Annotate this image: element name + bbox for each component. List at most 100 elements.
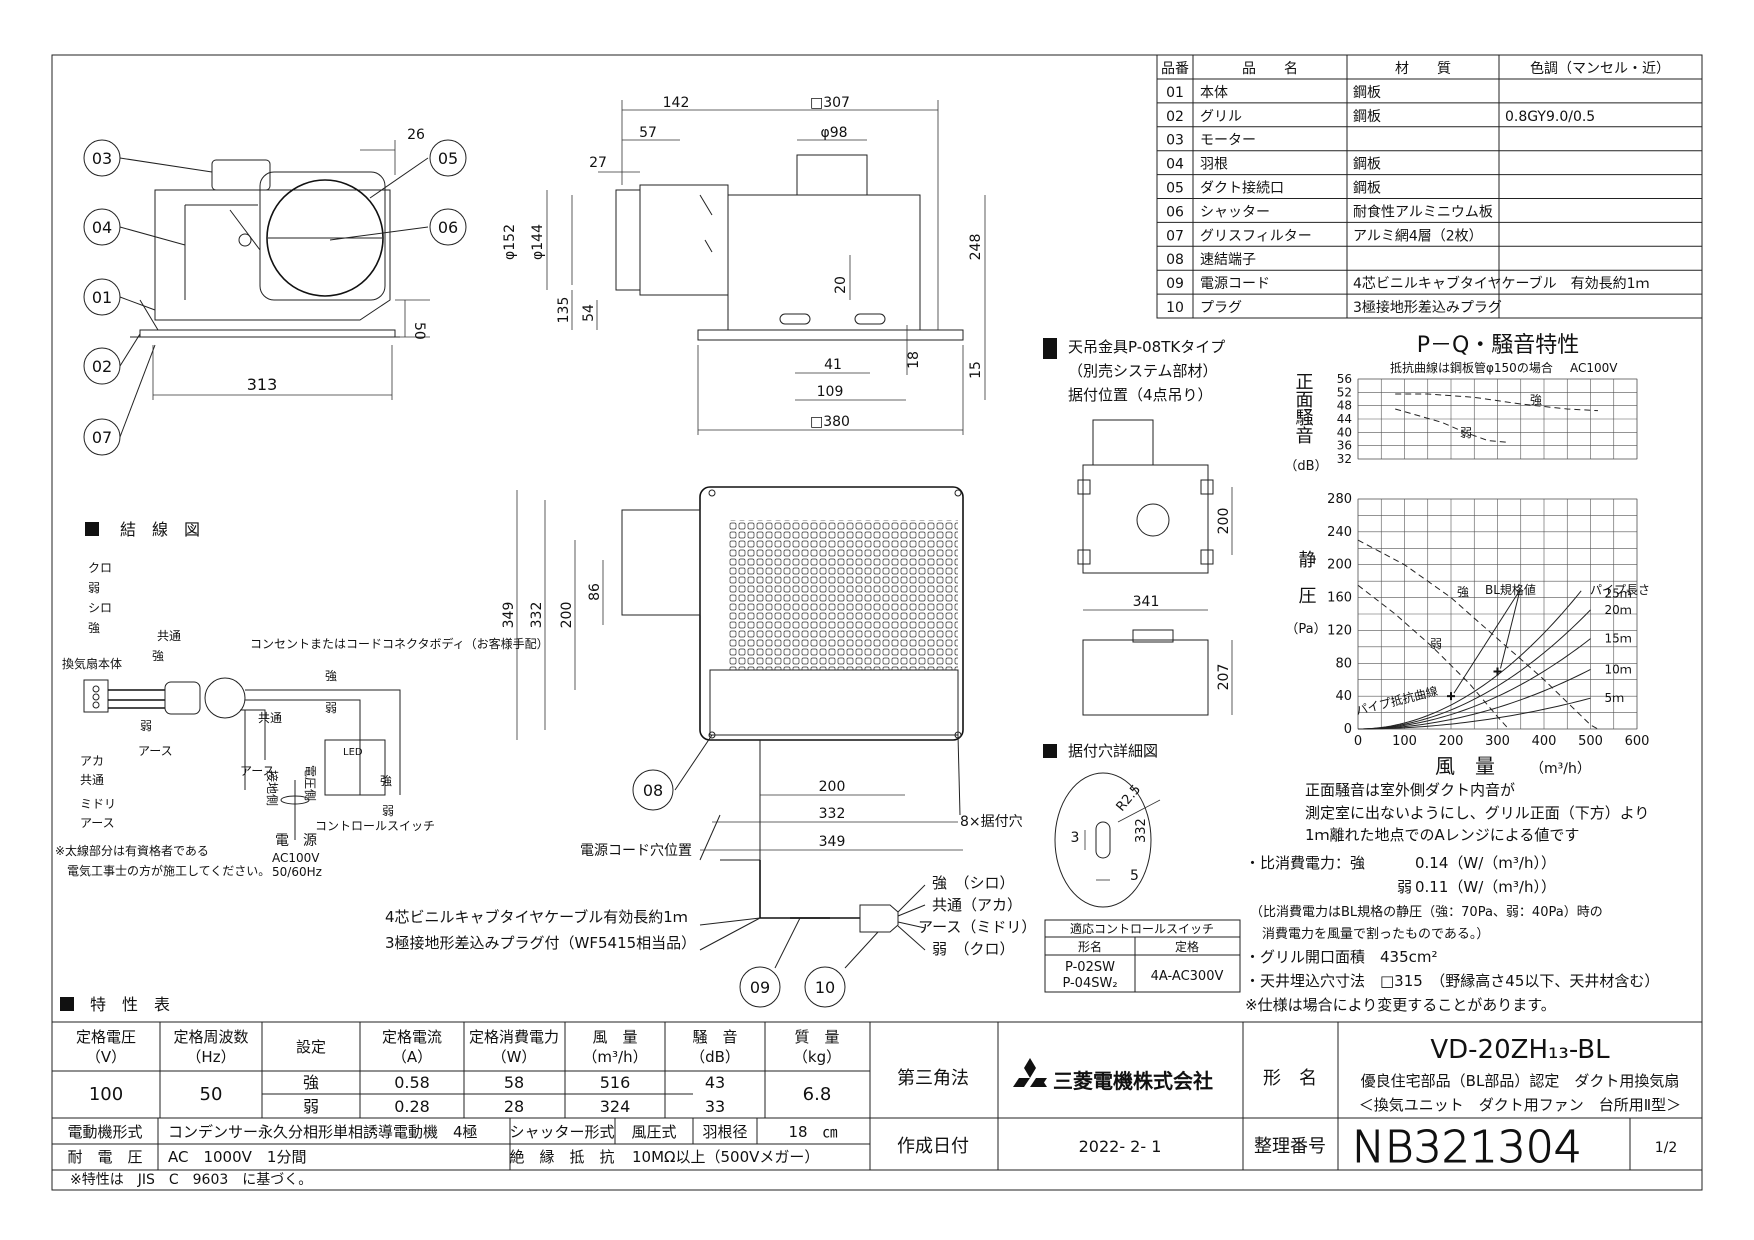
hanger-dim-200: 200 xyxy=(1216,508,1232,535)
spec-mass: 6.8 xyxy=(803,1084,832,1105)
spec-frequency: 50 xyxy=(200,1084,223,1105)
pq-ytick: 40 xyxy=(1335,689,1352,704)
callout-09: 09 xyxy=(750,978,770,997)
switch-model-1: P-02SW xyxy=(1065,960,1115,975)
note-grill: ・グリル開口面積 435cm² xyxy=(1245,948,1438,966)
front-view-drawing: 142 □307 57 φ98 27 φ152 φ144 248 20 135 … xyxy=(502,95,986,435)
parts-header-material: 材 質 xyxy=(1395,61,1451,77)
pq-series-強 xyxy=(1357,539,1599,730)
mitsubishi-logo xyxy=(1013,1058,1047,1087)
note-power-2-label: 弱 xyxy=(1397,878,1412,896)
spec-cell-setting: 弱 xyxy=(303,1097,319,1116)
spec-header-line2: （kg） xyxy=(793,1048,841,1066)
spec-cell-current: 0.58 xyxy=(394,1073,430,1092)
note-power-1-label: ・比消費電力：強 xyxy=(1245,854,1365,872)
side-dim-50: 50 xyxy=(411,322,427,340)
pressure-yunit: （Pa） xyxy=(1285,622,1326,637)
pq-label-strong: 強 xyxy=(1457,585,1469,599)
cord-line-2: 3極接地形差込みプラグ付（WF5415相当品） xyxy=(385,934,696,952)
pipe-curve xyxy=(1357,590,1582,730)
sw-ground-side: 接地側 xyxy=(265,770,280,806)
callout-04: 04 xyxy=(92,218,112,237)
callout-06: 06 xyxy=(438,218,458,237)
power-freq: 50/60Hz xyxy=(272,865,322,879)
mounting-hole-label: 8×据付穴 xyxy=(960,814,1023,830)
chart-voltage: AC100V xyxy=(1570,361,1618,375)
spec-cell-power: 28 xyxy=(504,1097,524,1116)
number-label: 整理番号 xyxy=(1254,1136,1326,1157)
spec-header-line2: （V） xyxy=(86,1048,126,1066)
sw-wire-common: 共通 xyxy=(258,711,282,725)
pipe-curve xyxy=(1357,697,1591,730)
cord-hole-label: 電源コード穴位置 xyxy=(580,843,692,859)
callout-07: 07 xyxy=(92,428,112,447)
spec-header-line1: 定格電流 xyxy=(382,1028,442,1046)
spec-blade-label: 羽根径 xyxy=(702,1123,747,1141)
projection-label: 第三角法 xyxy=(897,1068,969,1089)
bottom-dim-86: 86 xyxy=(587,583,603,601)
cord-line-1: 4芯ビニルキャブタイヤケーブル有効長約1ｍ xyxy=(385,908,688,926)
parts-cell: プラグ xyxy=(1200,300,1242,316)
cord-label-weak: 弱 （クロ） xyxy=(932,940,1015,958)
spec-header-line1: 風 量 xyxy=(592,1028,637,1046)
cord-label-strong: 強 （シロ） xyxy=(932,874,1015,892)
spec-header-line2: （W） xyxy=(492,1048,537,1066)
parts-cell: 鋼板 xyxy=(1353,109,1381,125)
spec-header-line1: 質 量 xyxy=(794,1028,839,1046)
pq-label-weak: 弱 xyxy=(1430,637,1442,651)
noise-ytick: 52 xyxy=(1337,385,1352,399)
parts-cell: 04 xyxy=(1166,157,1184,173)
power-spec: AC100V xyxy=(272,851,320,865)
pq-xtick: 200 xyxy=(1439,734,1464,749)
model-label: 形 名 xyxy=(1263,1068,1317,1089)
switch-model-2: P-04SW₂ xyxy=(1062,976,1117,991)
bottom-view-drawing: 349 332 200 86 200 332 349 08 8×据付穴 電源コー… xyxy=(501,486,1023,861)
pq-xtick: 500 xyxy=(1578,734,1603,749)
spec-insulation-value: 10MΩ以上（500Vメガー） xyxy=(632,1148,819,1166)
control-switch-label: コントロールスイッチ xyxy=(315,819,435,833)
bl-leader xyxy=(1453,589,1521,694)
spec-cell-noise: 33 xyxy=(705,1097,725,1116)
parts-cell: 07 xyxy=(1166,228,1184,244)
sw-weak: 弱 xyxy=(382,804,394,818)
note-ceiling: ・天井埋込穴寸法 □315 （野縁高さ45以下、天井材含む） xyxy=(1245,972,1659,990)
parts-cell: 鋼板 xyxy=(1353,85,1381,101)
pq-ytick: 240 xyxy=(1327,525,1352,540)
wire-label-midori: ミドリ xyxy=(80,797,116,811)
wiring-note-2: 電気工事士の方が施工してください。 xyxy=(55,863,270,878)
wire-label-unit: 換気扇本体 xyxy=(62,656,122,671)
parts-header-no: 品番 xyxy=(1161,61,1189,77)
parts-cell: グリル xyxy=(1200,109,1242,125)
front-dim-15: 15 xyxy=(968,361,984,379)
sw-strong: 強 xyxy=(380,774,392,788)
spec-cell-current: 0.28 xyxy=(394,1097,430,1116)
bottom-dim-200-v: 200 xyxy=(559,602,575,629)
chart-bullet xyxy=(1043,338,1057,352)
spec-header-line1: 定格消費電力 xyxy=(469,1028,559,1046)
outlet-label: コンセントまたはコードコネクタボディ（お客様手配） xyxy=(250,636,549,651)
noise-ytick: 56 xyxy=(1337,372,1352,386)
parts-cell: 03 xyxy=(1166,133,1184,149)
plug-label-weak: 弱 xyxy=(140,719,152,733)
model-desc-1: 優良住宅部品（BL部品）認定 ダクト用換気扇 xyxy=(1361,1072,1680,1090)
parts-cell: 4芯ビニルキャブタイヤケーブル 有効長約1ｍ xyxy=(1353,275,1650,292)
callout-02: 02 xyxy=(92,357,112,376)
front-dim-57: 57 xyxy=(639,125,657,141)
noise-series-強 xyxy=(1395,393,1598,412)
spec-blade-value: 18 ㎝ xyxy=(788,1123,837,1141)
front-dim-109: 109 xyxy=(817,384,844,400)
noise-series-弱 xyxy=(1395,408,1509,443)
pipe-length-label: 20ｍ xyxy=(1604,603,1631,617)
bottom-dim-332-v: 332 xyxy=(529,602,545,629)
plug-symbol xyxy=(164,681,201,715)
chart-xunit: （m³/h） xyxy=(1530,761,1591,777)
pq-ytick: 280 xyxy=(1327,492,1352,507)
hole-dim-332: 332 xyxy=(1134,818,1149,843)
parts-cell: 01 xyxy=(1166,85,1184,101)
bl-leader xyxy=(1500,589,1521,669)
parts-cell: 鋼板 xyxy=(1353,181,1381,197)
front-dim-380: □380 xyxy=(810,414,850,430)
sw-earth: アース xyxy=(240,764,275,778)
pq-ytick: 0 xyxy=(1344,722,1352,737)
